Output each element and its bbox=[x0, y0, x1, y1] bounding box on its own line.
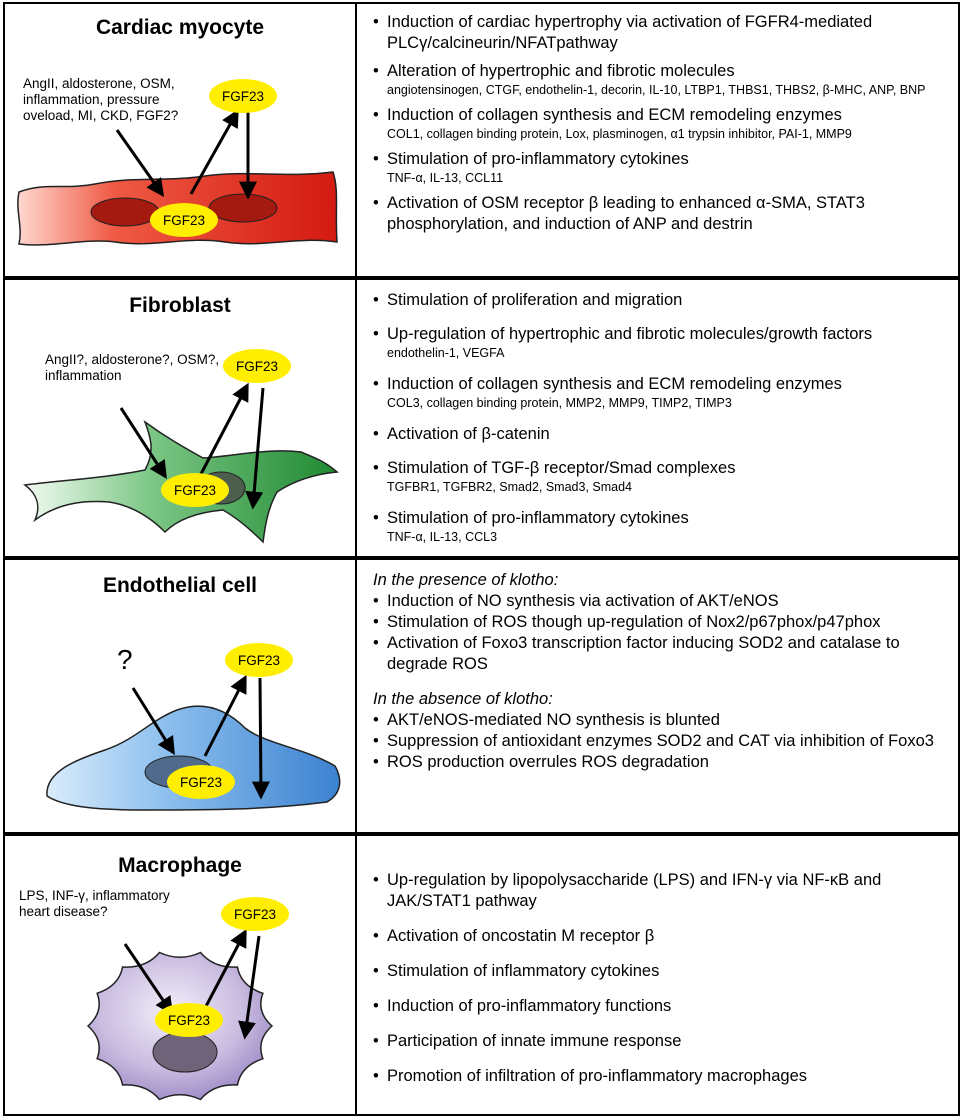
cell-type-title: Macrophage bbox=[118, 854, 242, 877]
effect-item: Induction of pro-inflammatory functions bbox=[373, 996, 948, 1017]
fgf23-label: FGF23 bbox=[234, 907, 276, 922]
effect-item: Stimulation of pro-inflammatory cytokine… bbox=[373, 508, 948, 545]
panel-divider bbox=[355, 560, 357, 832]
fgf23-label: FGF23 bbox=[174, 483, 216, 498]
effect-item: Induction of collagen synthesis and ECM … bbox=[373, 374, 948, 411]
panel-fibroblast: Fibroblast AngII?, aldosterone?, OSM?, i… bbox=[3, 278, 960, 558]
stimulus-arrow bbox=[123, 943, 174, 1015]
stimuli-label: AngII, aldosterone, OSM, inflammation, p… bbox=[23, 76, 179, 123]
effect-item: Activation of oncostatin M receptor β bbox=[373, 926, 948, 947]
stimulus-arrow bbox=[119, 407, 167, 480]
autocrine-arrow bbox=[238, 935, 261, 1040]
fibroblast-illustration: FGF23 FGF23 bbox=[23, 349, 339, 544]
fgf23-intracellular bbox=[167, 765, 235, 799]
cell-type-title: Fibroblast bbox=[129, 294, 231, 317]
stimuli-label: LPS, INF-γ, inflammatory heart disease? bbox=[19, 888, 170, 919]
fgf23-extracellular bbox=[221, 897, 289, 931]
section-heading: In the presence of klotho: bbox=[373, 571, 559, 589]
endothelial-cell-illustration: FGF23 FGF23 bbox=[46, 643, 341, 811]
secretion-arrow bbox=[189, 108, 239, 195]
fgf23-extracellular bbox=[209, 79, 277, 113]
unknown-stimulus-label: ? bbox=[117, 644, 133, 675]
panel-cardiac-myocyte: Cardiac myocyte AngII, aldosterone, OSM,… bbox=[3, 2, 960, 278]
effect-item: Alteration of hypertrophic and fibrotic … bbox=[373, 61, 948, 98]
section-heading: In the absence of klotho: bbox=[373, 690, 553, 708]
nucleus bbox=[152, 1031, 218, 1073]
effect-item: Participation of innate immune response bbox=[373, 1031, 948, 1052]
stimuli-label: AngII?, aldosterone?, OSM?, inflammation bbox=[45, 352, 220, 383]
effect-item: Stimulation of inflammatory cytokines bbox=[373, 961, 948, 982]
fgf23-intracellular bbox=[155, 1003, 223, 1037]
autocrine-arrow bbox=[245, 387, 265, 510]
secretion-arrow bbox=[203, 674, 247, 757]
effect-item: AKT/eNOS-mediated NO synthesis is blunte… bbox=[373, 710, 948, 731]
autocrine-arrow bbox=[251, 677, 270, 800]
effects-list: In the presence of klotho: Induction of … bbox=[373, 570, 948, 781]
fgf23-intracellular bbox=[161, 473, 229, 507]
effect-item: Induction of NO synthesis via activation… bbox=[373, 591, 948, 612]
effect-item: Activation of Foxo3 transcription factor… bbox=[373, 633, 948, 675]
fgf23-label: FGF23 bbox=[236, 359, 278, 374]
fgf23-extracellular bbox=[225, 643, 293, 677]
effect-item: ROS production overrules ROS degradation bbox=[373, 752, 948, 773]
effect-item: Stimulation of pro-inflammatory cytokine… bbox=[373, 149, 948, 186]
fgf23-label: FGF23 bbox=[180, 775, 222, 790]
stimulus-arrow bbox=[131, 687, 175, 756]
cell-type-title: Endothelial cell bbox=[102, 574, 258, 597]
nucleus bbox=[90, 197, 160, 227]
effect-item: Up-regulation of hypertrophic and fibrot… bbox=[373, 324, 948, 361]
klotho-present-section: In the presence of klotho: Induction of … bbox=[373, 570, 948, 675]
effect-item: Up-regulation by lipopolysaccharide (LPS… bbox=[373, 870, 948, 912]
panel-divider bbox=[355, 836, 357, 1114]
stimulus-arrow bbox=[115, 129, 165, 197]
effect-item: Suppression of antioxidant enzymes SOD2 … bbox=[373, 731, 948, 752]
fgf23-extracellular bbox=[223, 349, 291, 383]
effect-item: Stimulation of ROS though up-regulation … bbox=[373, 612, 948, 633]
secretion-arrow bbox=[201, 928, 247, 1013]
effects-list: Stimulation of proliferation and migrati… bbox=[373, 290, 948, 552]
fgf23-label: FGF23 bbox=[222, 89, 264, 104]
effect-item: Activation of β-catenin bbox=[373, 424, 948, 445]
effect-item: Stimulation of proliferation and migrati… bbox=[373, 290, 948, 311]
fgf23-intracellular bbox=[150, 203, 218, 237]
effects-list: Induction of cardiac hypertrophy via act… bbox=[373, 12, 948, 242]
effect-item: Induction of collagen synthesis and ECM … bbox=[373, 105, 948, 142]
effect-item: Promotion of infiltration of pro-inflamm… bbox=[373, 1066, 948, 1087]
klotho-absent-section: In the absence of klotho: AKT/eNOS-media… bbox=[373, 689, 948, 773]
effects-list: Up-regulation by lipopolysaccharide (LPS… bbox=[373, 870, 948, 1094]
panel-divider bbox=[355, 280, 357, 556]
cardiac-myocyte-illustration: FGF23 FGF23 bbox=[17, 79, 338, 246]
macrophage-illustration: FGF23 FGF23 bbox=[86, 897, 289, 1101]
effect-item: Activation of OSM receptor β leading to … bbox=[373, 193, 948, 235]
cell-type-title: Cardiac myocyte bbox=[95, 16, 265, 39]
nucleus bbox=[208, 193, 278, 223]
fgf23-label: FGF23 bbox=[163, 213, 205, 228]
panel-endothelial-cell: Endothelial cell ? FGF23 FGF23 In the pr… bbox=[3, 558, 960, 834]
secretion-arrow bbox=[199, 382, 249, 475]
panel-divider bbox=[355, 4, 357, 276]
panel-macrophage: Macrophage LPS, INF-γ, inflammatory hear… bbox=[3, 834, 960, 1116]
fgf23-label: FGF23 bbox=[168, 1013, 210, 1028]
effect-item: Induction of cardiac hypertrophy via act… bbox=[373, 12, 948, 54]
fgf23-label: FGF23 bbox=[238, 653, 280, 668]
effect-item: Stimulation of TGF-β receptor/Smad compl… bbox=[373, 458, 948, 495]
